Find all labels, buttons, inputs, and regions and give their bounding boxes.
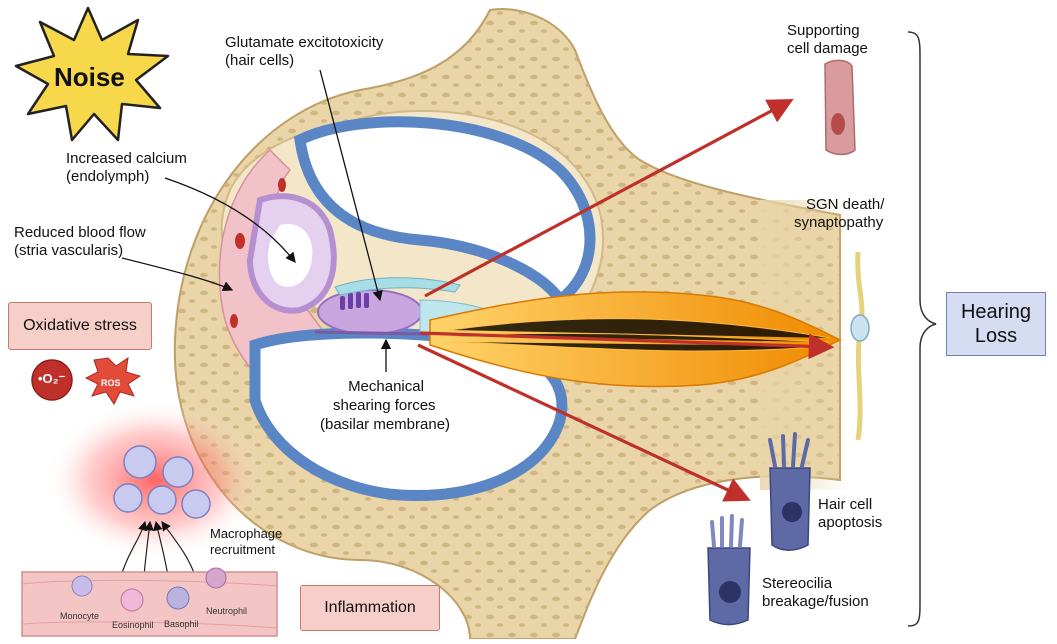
inflammation-box: Inflammation [300,585,440,631]
calcium-label-line1: Increased calcium [66,150,187,168]
glutamate-label-line2: (hair cells) [225,52,294,70]
inflammation-label: Inflammation [324,599,416,617]
macrophage-label-line2: recruitment [210,541,275,559]
blood-flow-label-line2: (stria vascularis) [14,242,123,260]
mechanical-label-line1: Mechanical [340,378,432,396]
noise-label: Noise [54,62,125,92]
sgn-label-line2: synaptopathy [794,214,883,232]
hair-cell-label-line1: Hair cell [818,496,872,514]
stereocilia-label-line2: breakage/fusion [762,593,869,611]
mechanical-label-line2: shearing forces [333,397,436,415]
basophil-label: Basophil [164,615,199,633]
mechanical-label-line3: (basilar membrane) [320,416,450,434]
hearing-loss-brace [908,32,936,626]
oxidative-stress-label: Oxidative stress [23,317,137,335]
blood-flow-label-line1: Reduced blood flow [14,224,146,242]
supporting-cell-label-line1: Supporting [787,22,860,40]
sgn-neuron-icon [851,252,869,440]
stereocilia-label-line1: Stereocilia [762,575,832,593]
supporting-cell-nucleus [831,113,845,135]
neutrophil-label: Neutrophil [206,602,247,620]
hearing-loss-box: Hearing Loss [946,292,1046,356]
hearing-loss-line1: Hearing [961,300,1031,324]
hearing-loss-line2: Loss [975,324,1017,348]
eosinophil-label: Eosinophil [112,616,154,634]
oxidative-stress-box: Oxidative stress [8,302,152,350]
glutamate-label-line1: Glutamate excitotoxicity [225,34,383,52]
sgn-label-line1: SGN death/ [806,196,884,214]
monocyte-label: Monocyte [60,607,99,625]
calcium-label-line2: (endolymph) [66,168,149,186]
supporting-cell-label-line2: cell damage [787,40,868,58]
hair-cell-label-line2: apoptosis [818,514,882,532]
stereocilia-fusion-icon [708,516,750,625]
superoxide-label: •O₂⁻ [38,370,65,388]
supporting-cell-icon [825,60,855,154]
ros-label: ROS [101,374,121,392]
